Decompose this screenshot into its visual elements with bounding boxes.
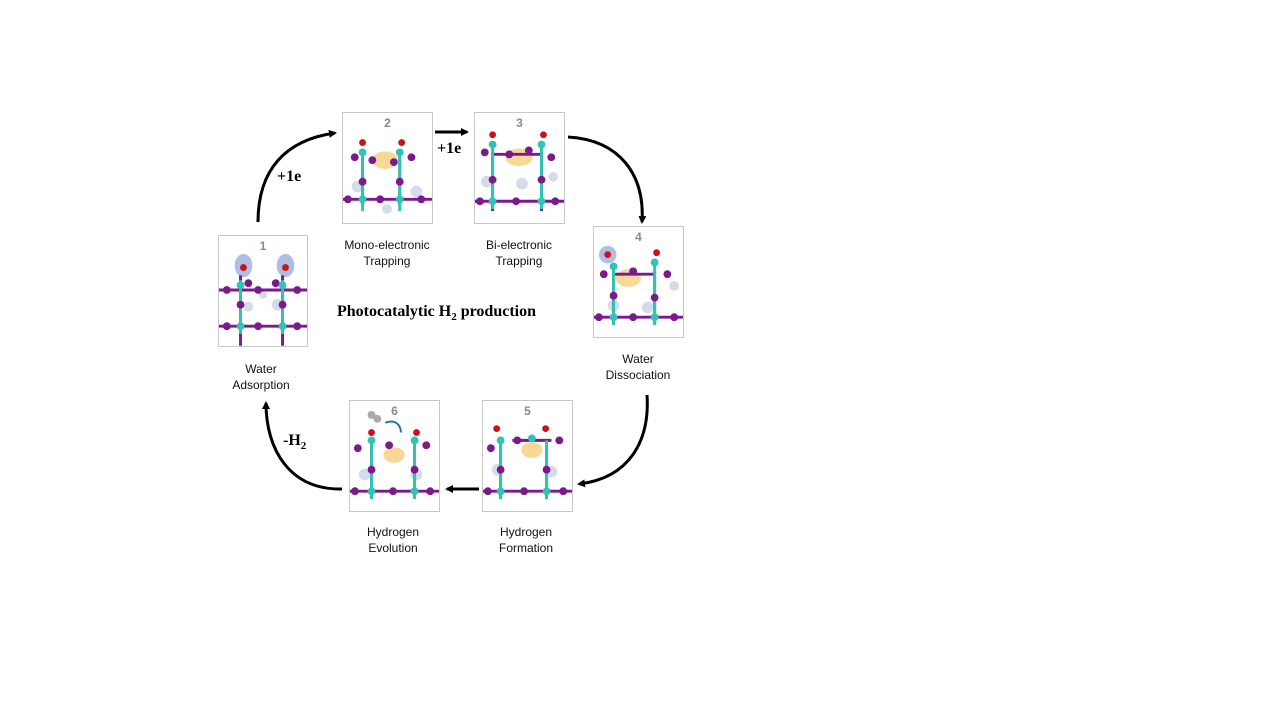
- step-1-panel: 1: [218, 235, 308, 347]
- step-5-caption-line1: Hydrogen: [499, 525, 553, 539]
- step-3-panel: 3: [474, 112, 565, 224]
- diagram-title: Photocatalytic H2 production: [337, 303, 536, 323]
- step-6-structure-image: [350, 411, 439, 500]
- step-1-caption-line2: Adsorption: [232, 378, 290, 392]
- step-1-number: 1: [259, 239, 267, 253]
- step-6-number: 6: [391, 404, 398, 418]
- step-2-caption-line2: Trapping: [363, 254, 411, 268]
- step-3-caption-line1: Bi-electronic: [485, 238, 553, 252]
- step-3-caption: Bi-electronic Trapping: [454, 237, 584, 269]
- step-4-structure-image: [594, 245, 683, 326]
- step-6-caption-line1: Hydrogen: [366, 525, 420, 539]
- step-3-number: 3: [516, 116, 523, 130]
- step-5-number: 5: [524, 404, 531, 418]
- step-6-caption: Hydrogen Evolution: [328, 524, 458, 556]
- step-2-caption-line1: Mono-electronic: [344, 238, 430, 252]
- step-6-panel: 6: [349, 400, 440, 512]
- step-3-caption-line2: Trapping: [495, 254, 543, 268]
- step-2-number: 2: [384, 116, 391, 130]
- step-2-panel: 2: [342, 112, 433, 224]
- h2-release-label: -H2: [283, 432, 306, 452]
- step-5-structure-image: [483, 425, 572, 500]
- arrow-3-to-4: [567, 135, 647, 224]
- h2-release-prefix: -H: [283, 432, 301, 449]
- step-1-caption: Water Adsorption: [196, 361, 326, 393]
- step-5-caption: Hydrogen Formation: [461, 524, 591, 556]
- step-4-number: 4: [635, 230, 642, 244]
- electron-label-step2: +1e: [437, 140, 462, 157]
- step-4-caption-line2: Dissociation: [605, 368, 671, 382]
- title-subscript: 2: [451, 311, 457, 324]
- arrow-1-to-2: [256, 129, 337, 223]
- arrow-6-to-1: [262, 401, 343, 491]
- step-4-caption-line1: Water: [622, 352, 654, 366]
- title-prefix: Photocatalytic H: [337, 303, 452, 320]
- step-6-caption-line2: Evolution: [368, 541, 418, 555]
- step-2-caption: Mono-electronic Trapping: [322, 237, 452, 269]
- step-4-panel: 4: [593, 226, 684, 338]
- step-1-structure-image: [219, 253, 307, 346]
- step-5-caption-line2: Formation: [498, 541, 554, 555]
- step-2-structure-image: [343, 139, 432, 214]
- electron-label-step1: +1e: [277, 168, 302, 185]
- step-3-structure-image: [475, 131, 564, 212]
- h2-release-sub: 2: [300, 440, 307, 453]
- title-suffix: production: [456, 303, 536, 320]
- step-5-panel: 5: [482, 400, 573, 512]
- step-4-caption: Water Dissociation: [573, 351, 703, 383]
- step-1-caption-line1: Water: [245, 362, 277, 376]
- arrow-4-to-5: [577, 394, 649, 488]
